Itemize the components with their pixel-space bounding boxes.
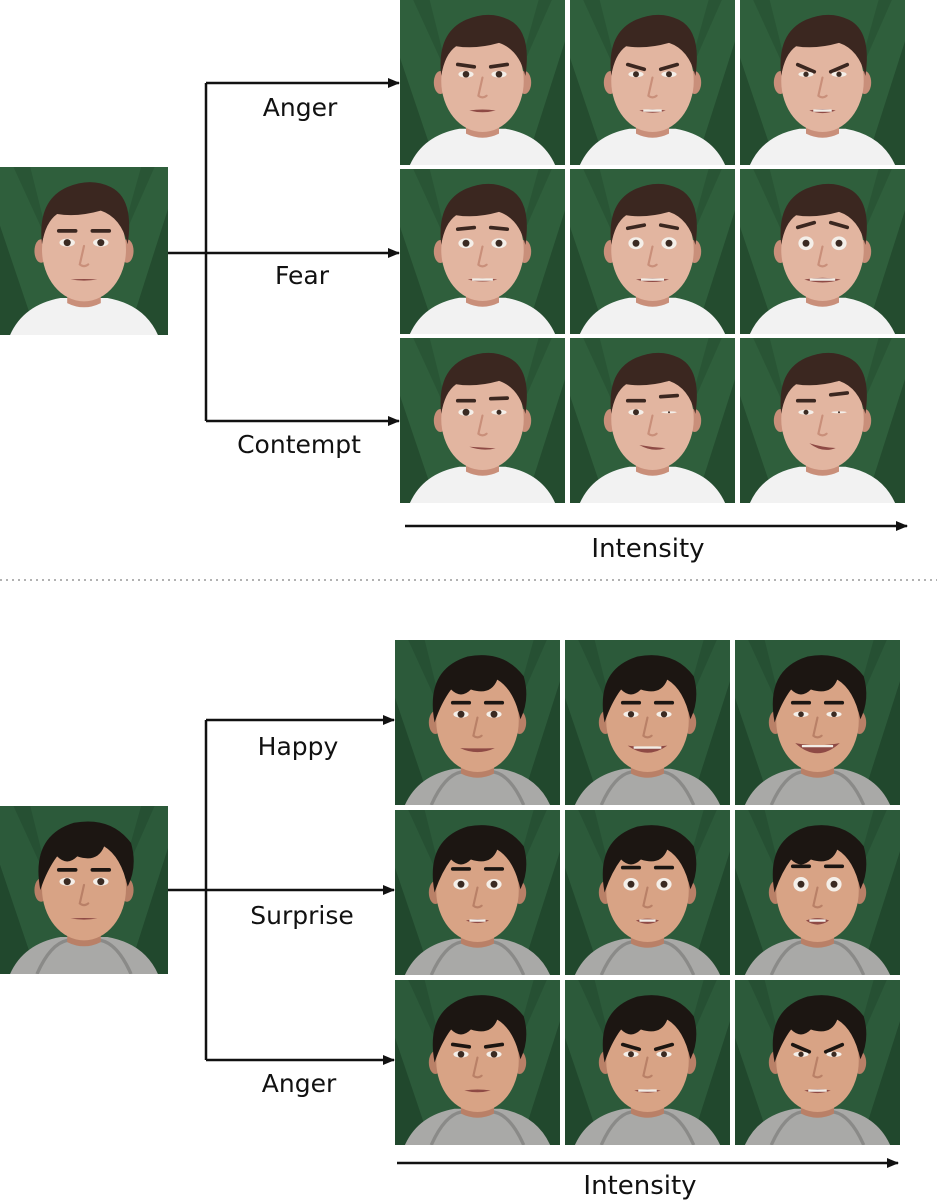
branch-label-top-1: Anger — [263, 93, 338, 122]
face-bottom-r1-c3 — [735, 640, 900, 806]
branch-label-top-3: Contempt — [237, 430, 361, 459]
face-bottom-r3-c3 — [735, 980, 900, 1146]
face-bottom-r2-c3 — [735, 810, 900, 976]
face-bottom-r2-c1 — [395, 810, 560, 976]
branch-connectors-bottom — [168, 715, 395, 1065]
branch-label-bottom-2: Surprise — [250, 901, 354, 930]
face-bottom-r2-c2 — [565, 810, 730, 976]
face-top-r3-c3 — [740, 338, 905, 503]
face-grid-bottom — [395, 640, 900, 1146]
face-bottom-r3-c2 — [565, 980, 730, 1146]
face-top-r3-c2 — [570, 338, 735, 503]
source-face-top — [0, 167, 168, 335]
face-top-r2-c1 — [400, 169, 565, 334]
face-bottom-r1-c2 — [565, 640, 730, 806]
intensity-label-bottom: Intensity — [583, 1171, 696, 1200]
branch-label-top-2: Fear — [275, 261, 330, 290]
branch-label-bottom-3: Anger — [262, 1069, 337, 1098]
branch-connectors-top — [168, 78, 400, 426]
face-top-r2-c3 — [740, 169, 905, 334]
face-top-r1-c3 — [740, 0, 906, 166]
face-top-r1-c1 — [400, 0, 566, 166]
panel-top: Anger Fear Contempt Intensity — [0, 0, 908, 564]
face-bottom-r3-c1 — [395, 980, 560, 1146]
face-top-r3-c1 — [400, 338, 565, 503]
face-grid-top — [400, 0, 906, 503]
branch-label-bottom-1: Happy — [258, 732, 339, 761]
intensity-label-top: Intensity — [591, 534, 704, 564]
source-face-bottom — [0, 806, 168, 975]
panel-bottom: Happy Surprise Anger Intensity — [0, 640, 900, 1200]
face-top-r2-c2 — [570, 169, 735, 334]
face-bottom-r1-c1 — [395, 640, 560, 806]
face-top-r1-c2 — [570, 0, 736, 166]
